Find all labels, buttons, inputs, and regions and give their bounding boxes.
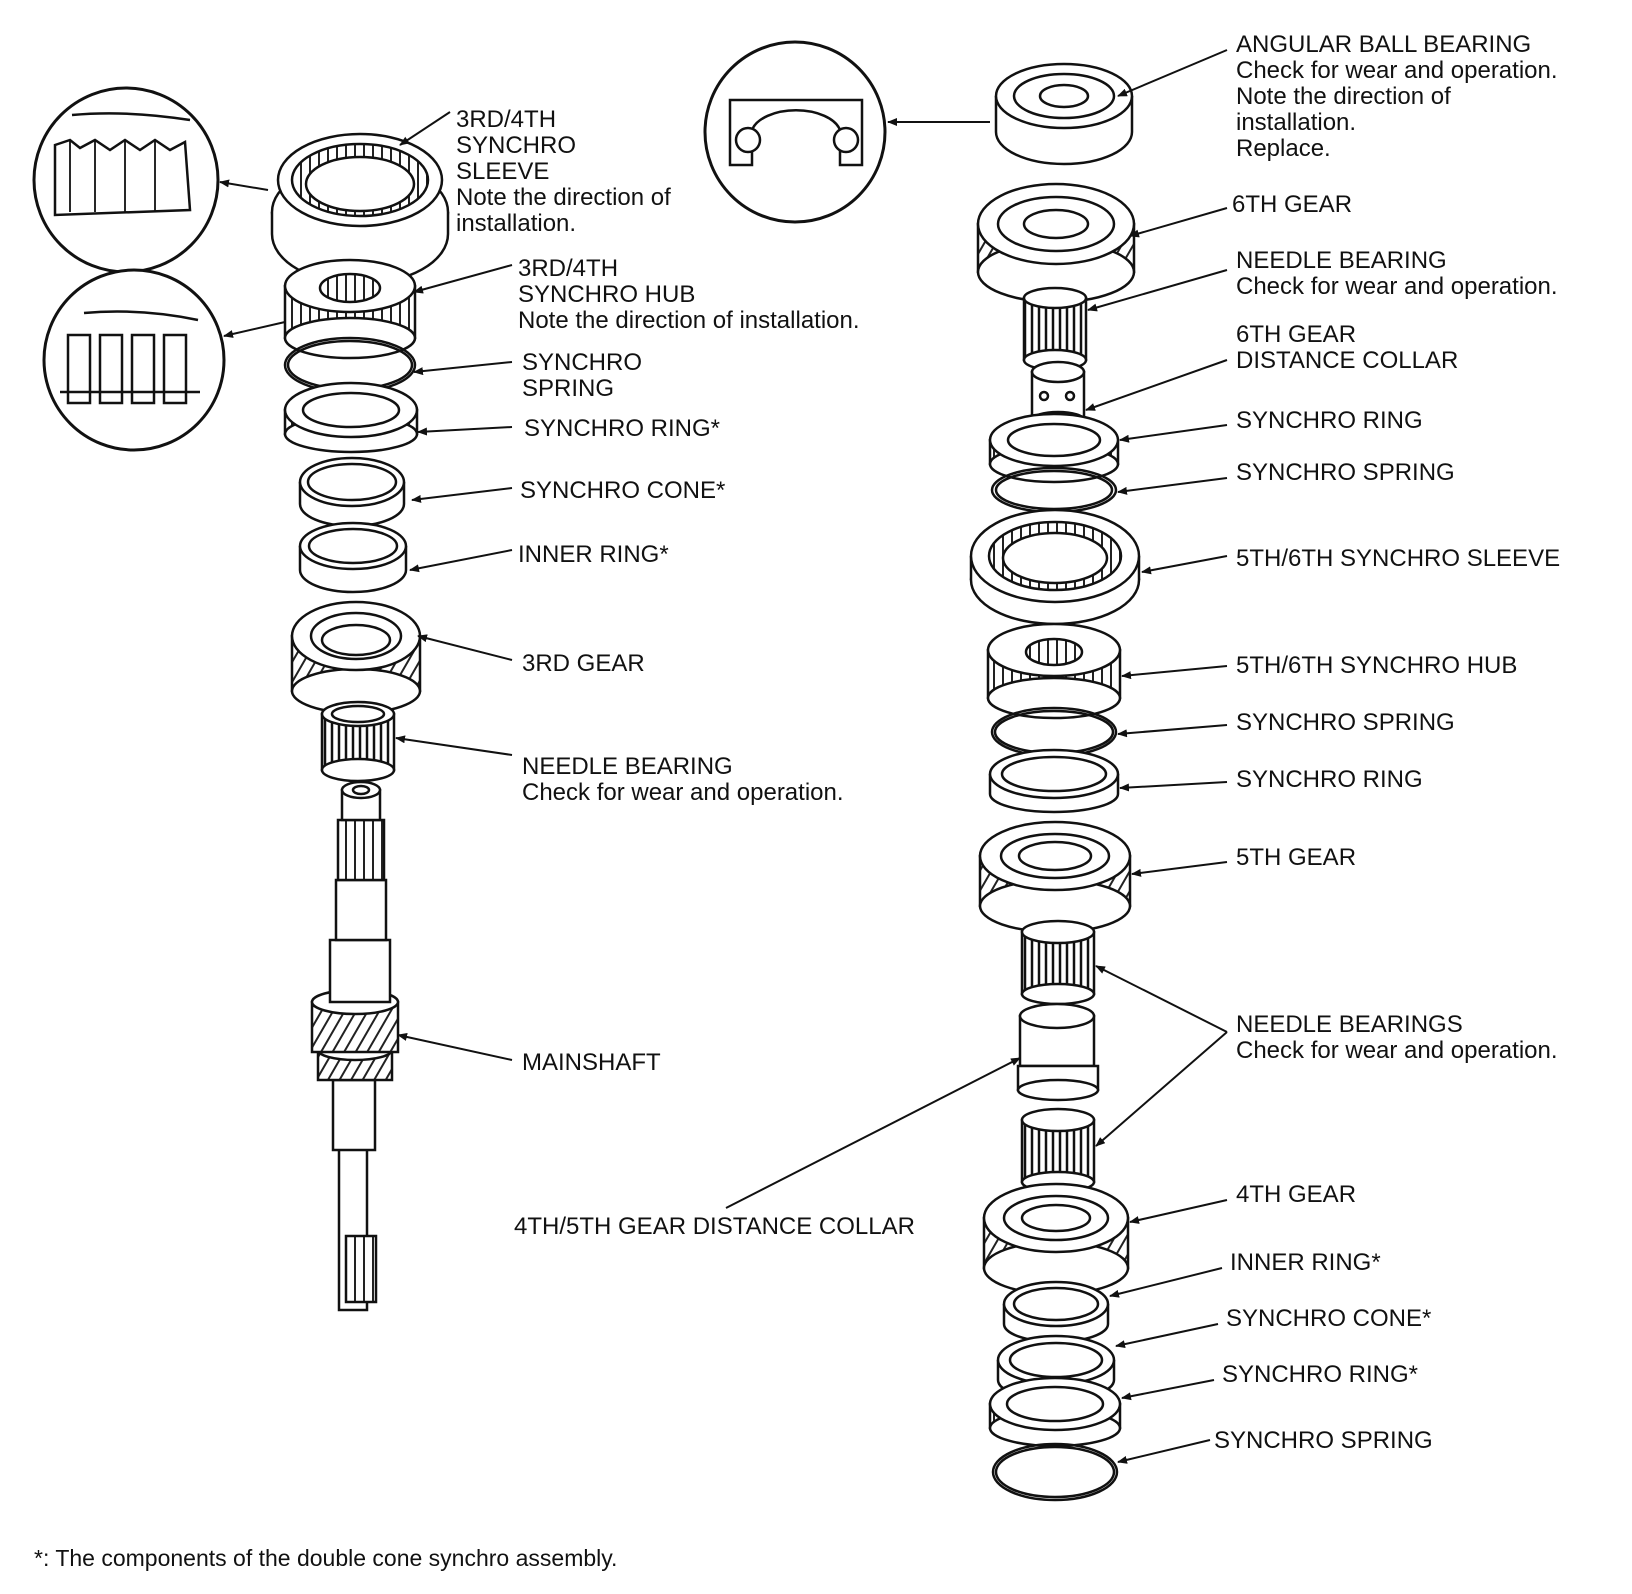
label-line: 5TH/6TH SYNCHRO SLEEVE [1236,545,1561,572]
synchro-hub-3-4-part [283,258,417,360]
label-needle-bearing-6th: NEEDLE BEARING Check for wear and operat… [1236,248,1558,300]
label-line: SYNCHRO [456,132,577,159]
inner-ring-4th-part [1002,1280,1110,1344]
sleeve-teeth-detail-circle [32,86,220,274]
label-line: SYNCHRO HUB [518,281,696,308]
needle-bearing-left-part [320,700,396,783]
label-line: SPRING [522,375,615,402]
label-fifth-gear: 5TH GEAR [1236,845,1356,871]
label-line: MAINSHAFT [522,1049,661,1076]
label-line: SYNCHRO [522,349,643,376]
angular-ball-bearing-part [994,62,1134,166]
label-fourth-gear: 4TH GEAR [1236,1182,1356,1208]
mainshaft-part [310,780,400,1312]
label-line: NEEDLE BEARINGS [1236,1011,1463,1038]
synchro-hub-5-6-part [986,622,1122,720]
label-line: 5TH/6TH SYNCHRO HUB [1236,652,1518,679]
label-synchro-sleeve-3-4: 3RD/4TH SYNCHRO SLEEVE Note the directio… [456,107,671,237]
label-synchro-ring-left: SYNCHRO RING* [524,416,720,442]
label-synchro-hub-5-6: 5TH/6TH SYNCHRO HUB [1236,653,1517,679]
label-needle-bearing-left: NEEDLE BEARING Check for wear and operat… [522,754,844,806]
label-synchro-spring-5th: SYNCHRO SPRING [1236,710,1455,736]
label-line: Replace. [1236,135,1331,162]
third-gear-part [290,600,422,715]
needle-bearing-lower-part [1020,1107,1096,1194]
hub-teeth-detail-circle [42,268,226,452]
label-distance-collar-4-5: 4TH/5TH GEAR DISTANCE COLLAR [514,1214,915,1240]
label-line: NEEDLE BEARING [1236,247,1447,274]
label-line: NEEDLE BEARING [522,753,733,780]
label-line: Note the direction of [1236,83,1451,110]
label-synchro-cone-left: SYNCHRO CONE* [520,478,725,504]
label-synchro-spring-6th: SYNCHRO SPRING [1236,460,1455,486]
label-line: installation. [1236,109,1357,136]
label-line: SYNCHRO SPRING [1236,459,1455,486]
inner-ring-left-part [298,521,408,594]
footnote: *: The components of the double cone syn… [34,1545,618,1571]
label-line: 4TH/5TH GEAR DISTANCE COLLAR [514,1213,915,1240]
label-line: SYNCHRO RING* [524,415,721,442]
synchro-ring-4th-part [988,1376,1122,1448]
fifth-gear-part [978,820,1132,934]
label-synchro-ring-4th: SYNCHRO RING* [1222,1362,1418,1388]
label-line: Check for wear and operation. [1236,57,1558,84]
synchro-ring-left-part [283,381,419,454]
label-line: 4TH GEAR [1236,1181,1357,1208]
label-angular-ball-bearing: ANGULAR BALL BEARING Check for wear and … [1236,32,1558,162]
label-line: SYNCHRO CONE* [1226,1305,1432,1332]
label-line: installation. [456,210,577,237]
synchro-spring-4th-part [991,1442,1119,1502]
label-line: INNER RING* [518,541,669,568]
label-synchro-ring-6th: SYNCHRO RING [1236,408,1423,434]
label-inner-ring-4th: INNER RING* [1230,1250,1381,1276]
label-line: SYNCHRO RING [1236,766,1423,793]
label-needle-bearings: NEEDLE BEARINGS Check for wear and opera… [1236,1012,1558,1064]
label-line: 3RD/4TH [518,255,619,282]
label-synchro-cone-4th: SYNCHRO CONE* [1226,1306,1431,1332]
distance-collar-4-5-part [1016,1002,1100,1102]
label-line: 6TH GEAR [1232,191,1353,218]
synchro-cone-left-part [298,456,406,528]
synchro-sleeve-5-6-part [969,508,1141,626]
label-line: SYNCHRO RING [1236,407,1423,434]
label-line: DISTANCE COLLAR [1236,347,1459,374]
label-line: Check for wear and operation. [522,779,844,806]
label-line: 3RD GEAR [522,650,645,677]
label-synchro-ring-5th: SYNCHRO RING [1236,767,1423,793]
label-line: Check for wear and operation. [1236,1037,1558,1064]
label-synchro-sleeve-5-6: 5TH/6TH SYNCHRO SLEEVE [1236,546,1560,572]
label-line: SYNCHRO RING* [1222,1361,1419,1388]
needle-bearing-upper-part [1020,919,1096,1006]
label-line: Note the direction of [456,184,671,211]
synchro-sleeve-3-4-part [270,132,450,286]
needle-bearing-6th-part [1022,286,1088,372]
bearing-section-detail-circle [703,40,887,224]
label-sixth-gear: 6TH GEAR [1232,192,1352,218]
fourth-gear-part [982,1182,1130,1296]
label-line: 6TH GEAR [1236,321,1357,348]
label-line: Note the direction of installation. [518,307,860,334]
label-line: INNER RING* [1230,1249,1381,1276]
label-third-gear: 3RD GEAR [522,651,645,677]
sixth-gear-part [976,182,1136,304]
label-synchro-spring-left: SYNCHRO SPRING [522,350,642,402]
label-line: ANGULAR BALL BEARING [1236,31,1532,58]
label-line: Check for wear and operation. [1236,273,1558,300]
label-line: SLEEVE [456,158,550,185]
label-synchro-spring-4th: SYNCHRO SPRING [1214,1428,1433,1454]
label-distance-collar-6th: 6TH GEAR DISTANCE COLLAR [1236,322,1458,374]
leader-lines [219,49,1228,1464]
label-line: SYNCHRO SPRING [1214,1427,1433,1454]
synchro-ring-5th-part [988,748,1120,814]
label-line: 3RD/4TH [456,106,557,133]
label-mainshaft: MAINSHAFT [522,1050,661,1076]
label-inner-ring-left: INNER RING* [518,542,669,568]
label-synchro-hub-3-4: 3RD/4TH SYNCHRO HUB Note the direction o… [518,256,860,334]
label-line: 5TH GEAR [1236,844,1357,871]
label-line: SYNCHRO CONE* [520,477,726,504]
label-line: SYNCHRO SPRING [1236,709,1455,736]
